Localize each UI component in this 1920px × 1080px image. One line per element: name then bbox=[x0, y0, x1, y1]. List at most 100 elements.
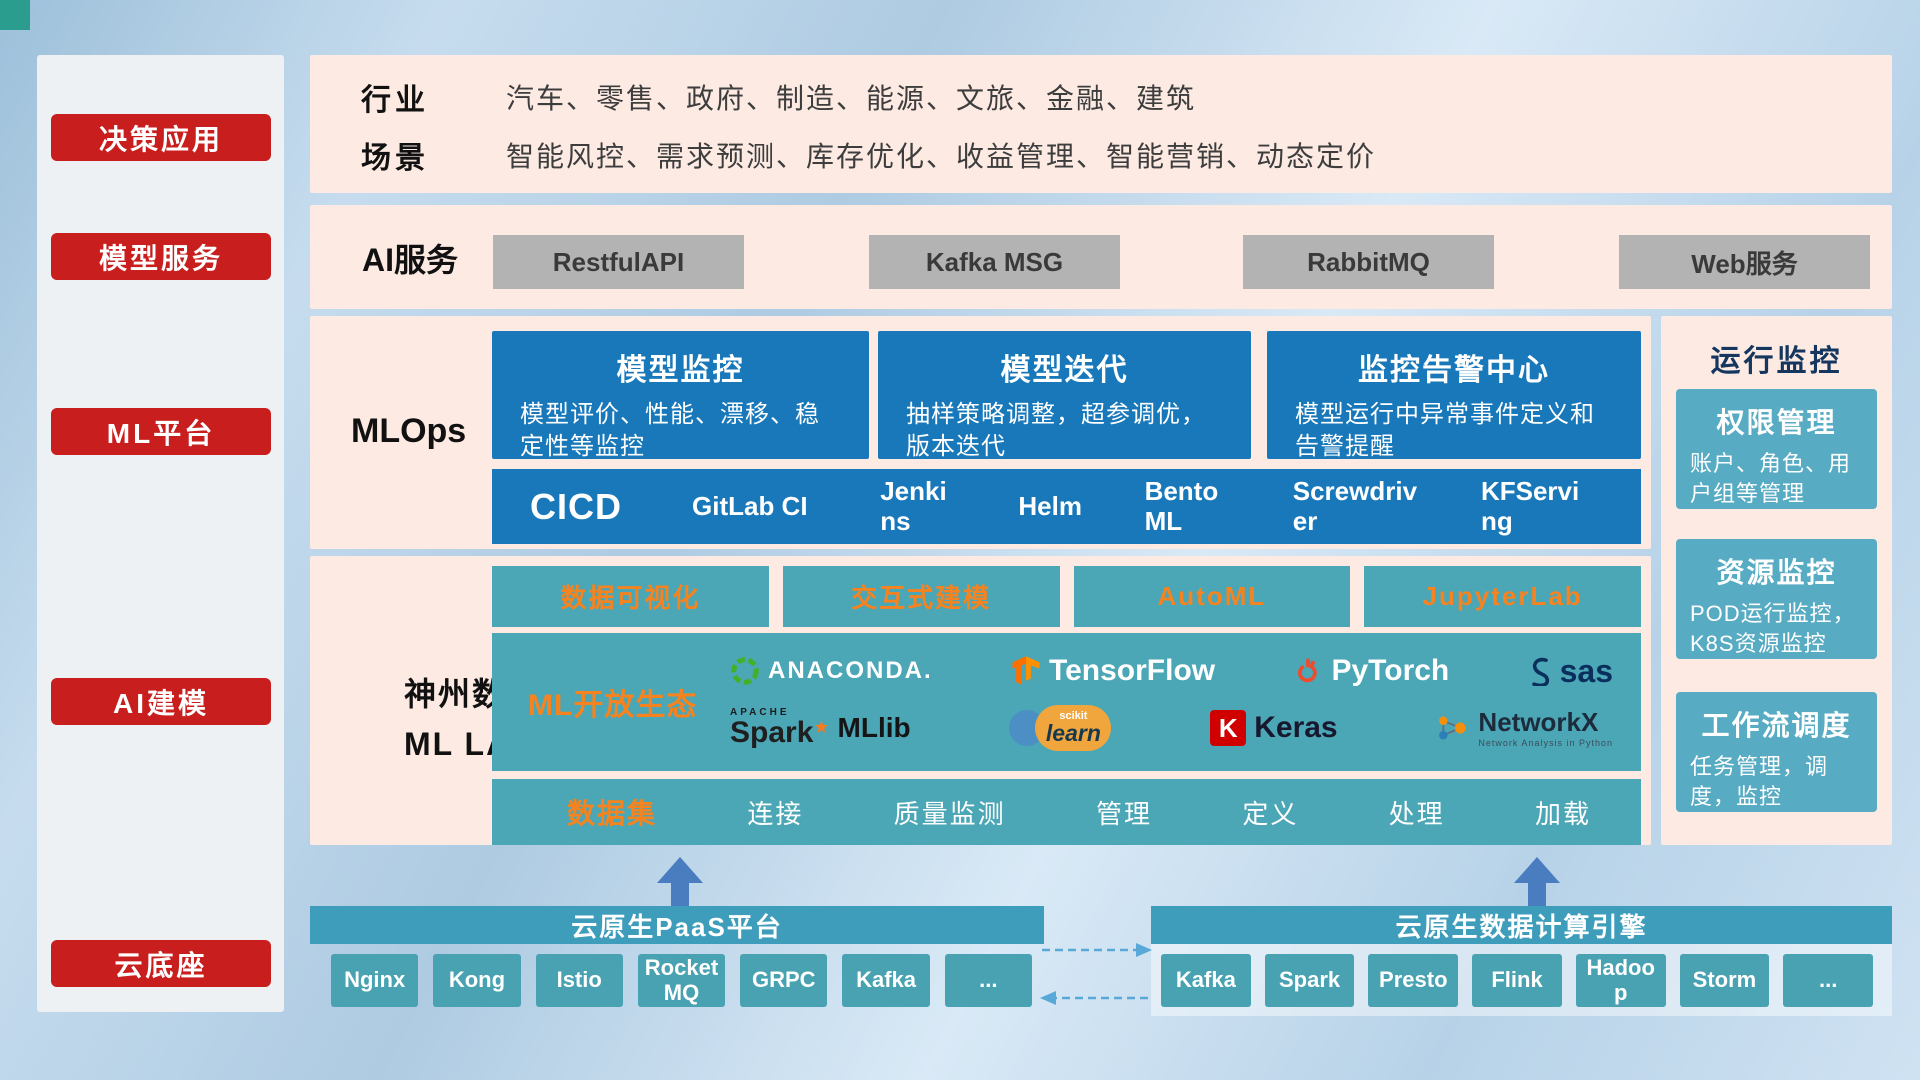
model-monitor-title: 模型监控 bbox=[616, 354, 745, 387]
chip-kafka-paas[interactable]: Kafka bbox=[842, 954, 930, 1007]
sas-logo: sas bbox=[1528, 653, 1613, 690]
chip-hadoop[interactable]: Hadoop bbox=[1575, 954, 1666, 1007]
workflow-title: 工作流调度 bbox=[1701, 710, 1852, 741]
dataset-label: 数据集 bbox=[567, 798, 658, 829]
corner-accent bbox=[0, 0, 30, 30]
cicd-tool-kfserving: KFServing bbox=[1480, 475, 1580, 536]
alert-center-title: 监控告警中心 bbox=[1358, 354, 1550, 387]
scikit-orange-icon: scikit learn bbox=[1035, 705, 1112, 752]
ai-service-label: AI服务 bbox=[362, 242, 459, 278]
chip-flink[interactable]: Flink bbox=[1472, 954, 1562, 1007]
web-service-button[interactable]: Web服务 bbox=[1619, 235, 1870, 289]
sas-label: sas bbox=[1559, 652, 1613, 689]
spark-star-icon: ★ bbox=[813, 717, 830, 738]
sidebar-item-model-service[interactable]: 模型服务 bbox=[51, 233, 271, 280]
networkx-sub-label: Network Analysis in Python bbox=[1478, 738, 1613, 749]
spark-mllib-logo: APACHE Spark★ MLlib bbox=[730, 708, 911, 748]
model-monitor-desc: 模型评价、性能、漂移、稳定性等监控 bbox=[520, 401, 820, 461]
chip-istio[interactable]: Istio bbox=[535, 954, 623, 1007]
keras-icon: K bbox=[1210, 710, 1247, 747]
monitor-panel: 运行监控 权限管理 账户、角色、用户组等管理 资源监控 POD运行监控，K8S资… bbox=[1661, 316, 1892, 845]
jupyterlab-button[interactable]: JupyterLab bbox=[1364, 566, 1641, 627]
data-visualization-button[interactable]: 数据可视化 bbox=[492, 566, 769, 627]
tensorflow-logo: TensorFlow bbox=[1011, 654, 1215, 688]
sidebar-item-cloud-base[interactable]: 云底座 bbox=[51, 940, 271, 987]
industry-label: 行业 bbox=[361, 84, 429, 117]
model-iteration-title: 模型迭代 bbox=[1000, 354, 1129, 387]
tensorflow-icon bbox=[1012, 656, 1040, 685]
chip-kong[interactable]: Kong bbox=[433, 954, 521, 1007]
data-engine-header: 云原生数据计算引擎 bbox=[1151, 906, 1892, 944]
mllab-panel: 神州数码 ML LAB 数据可视化 交互式建模 AutoML JupyterLa… bbox=[310, 556, 1651, 845]
cicd-tool-helm: Helm bbox=[1018, 490, 1082, 521]
sidebar-item-ml-platform[interactable]: ML平台 bbox=[51, 408, 271, 455]
cicd-tool-gitlab-ci: GitLab CI bbox=[692, 490, 808, 521]
scikit-learn-logo: scikit learn bbox=[1009, 705, 1112, 752]
permission-card: 权限管理 账户、角色、用户组等管理 bbox=[1676, 389, 1877, 509]
networkx-icon bbox=[1439, 716, 1467, 740]
feature-buttons-row: 数据可视化 交互式建模 AutoML JupyterLab bbox=[492, 566, 1641, 627]
paas-chip-row: Nginx Kong Istio RocketMQ GRPC Kafka ... bbox=[331, 954, 1032, 1007]
mlops-panel: MLOps 模型监控 模型评价、性能、漂移、稳定性等监控 模型迭代 抽样策略调整… bbox=[310, 316, 1651, 549]
dataset-item-define: 定义 bbox=[1242, 798, 1299, 829]
dataset-bar: 数据集 连接 质量监测 管理 定义 处理 加载 bbox=[492, 779, 1641, 845]
anaconda-logo: ANACONDA. bbox=[730, 656, 933, 686]
chip-spark[interactable]: Spark bbox=[1264, 954, 1355, 1007]
cicd-tool-screwdriver: Screwdriver bbox=[1292, 475, 1418, 536]
scenario-label: 场景 bbox=[361, 142, 429, 175]
dataset-item-manage: 管理 bbox=[1095, 798, 1152, 829]
model-iteration-card: 模型迭代 抽样策略调整，超参调优，版本迭代 bbox=[878, 331, 1251, 460]
rabbitmq-button[interactable]: RabbitMQ bbox=[1243, 235, 1494, 289]
resource-desc: POD运行监控，K8S资源监控 bbox=[1690, 601, 1856, 656]
sidebar-item-decision-app[interactable]: 决策应用 bbox=[51, 114, 271, 161]
industry-panel: 行业 汽车、零售、政府、制造、能源、文旅、金融、建筑 场景 智能风控、需求预测、… bbox=[310, 55, 1892, 193]
permission-desc: 账户、角色、用户组等管理 bbox=[1690, 451, 1852, 506]
networkx-label: NetworkX bbox=[1478, 707, 1599, 738]
scikit-learn-label: learn bbox=[1045, 720, 1101, 747]
dashed-connector-arrows bbox=[1040, 943, 1152, 1005]
chip-nginx[interactable]: Nginx bbox=[331, 954, 419, 1007]
kafka-msg-button[interactable]: Kafka MSG bbox=[869, 235, 1120, 289]
scenario-text: 智能风控、需求预测、库存优化、收益管理、智能营销、动态定价 bbox=[506, 141, 1377, 172]
chip-rocketmq[interactable]: RocketMQ bbox=[637, 954, 726, 1007]
up-arrow-right bbox=[1514, 857, 1560, 907]
up-arrow-left bbox=[657, 857, 703, 907]
model-monitor-card: 模型监控 模型评价、性能、漂移、稳定性等监控 bbox=[492, 331, 869, 460]
sidebar-item-ai-modeling[interactable]: AI建模 bbox=[51, 678, 271, 725]
left-sidebar: 决策应用 模型服务 ML平台 AI建模 云底座 bbox=[37, 55, 284, 1012]
mlops-label: MLOps bbox=[351, 412, 467, 450]
tensorflow-label: TensorFlow bbox=[1049, 654, 1216, 688]
chip-more-paas[interactable]: ... bbox=[944, 954, 1032, 1007]
dataset-item-load: 加载 bbox=[1534, 798, 1591, 829]
data-engine-chip-row: Kafka Spark Presto Flink Hadoop Storm ..… bbox=[1161, 954, 1874, 1007]
chip-more-data[interactable]: ... bbox=[1783, 954, 1874, 1007]
cicd-bar: CICD GitLab CI Jenkins Helm BentoML Scre… bbox=[492, 469, 1641, 544]
dataset-item-quality: 质量监测 bbox=[893, 798, 1006, 829]
anaconda-icon bbox=[731, 657, 759, 685]
mllib-label: MLlib bbox=[837, 712, 911, 744]
interactive-modeling-button[interactable]: 交互式建模 bbox=[782, 566, 1060, 627]
alert-center-card: 监控告警中心 模型运行中异常事件定义和告警提醒 bbox=[1267, 331, 1641, 460]
ml-ecosystem-box: ML开放生态 ANACONDA. TensorFlow PyTorch sas bbox=[492, 633, 1641, 771]
automl-button[interactable]: AutoML bbox=[1073, 566, 1351, 627]
workflow-card: 工作流调度 任务管理，调度，监控 bbox=[1676, 692, 1877, 812]
anaconda-label: ANACONDA. bbox=[768, 657, 933, 685]
monitor-title: 运行监控 bbox=[1710, 345, 1843, 378]
pytorch-icon bbox=[1298, 658, 1318, 683]
restful-api-button[interactable]: RestfulAPI bbox=[493, 235, 744, 289]
pytorch-label: PyTorch bbox=[1331, 654, 1450, 688]
ml-ecosystem-label: ML开放生态 bbox=[528, 689, 698, 722]
ai-service-panel: AI服务 RestfulAPI Kafka MSG RabbitMQ Web服务 bbox=[310, 205, 1892, 309]
networkx-logo: NetworkX Network Analysis in Python bbox=[1436, 707, 1613, 749]
spark-apache-label: APACHE bbox=[730, 707, 790, 719]
chip-presto[interactable]: Presto bbox=[1368, 954, 1459, 1007]
pytorch-logo: PyTorch bbox=[1293, 654, 1449, 688]
chip-grpc[interactable]: GRPC bbox=[740, 954, 828, 1007]
permission-title: 权限管理 bbox=[1716, 407, 1837, 438]
sas-icon bbox=[1531, 657, 1549, 687]
model-iteration-desc: 抽样策略调整，超参调优，版本迭代 bbox=[906, 401, 1206, 461]
paas-header: 云原生PaaS平台 bbox=[310, 906, 1044, 944]
industry-text: 汽车、零售、政府、制造、能源、文旅、金融、建筑 bbox=[506, 83, 1197, 114]
chip-storm[interactable]: Storm bbox=[1679, 954, 1770, 1007]
chip-kafka-data[interactable]: Kafka bbox=[1161, 954, 1251, 1007]
